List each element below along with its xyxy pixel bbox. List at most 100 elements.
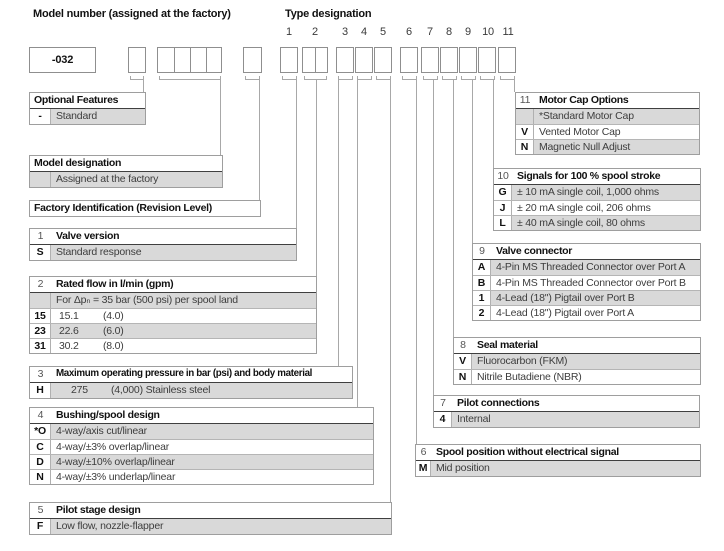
code-value: 15.1(4.0) [51,309,124,323]
table-header: 7 Pilot connections [434,396,699,412]
table-row: S Standard response [30,245,296,260]
code-value: ± 40 mA single coil, 80 ohms [517,217,645,229]
type-box-9 [459,47,477,73]
position-label-7: 7 [427,26,433,38]
flow-lmin: 22.6 [59,325,79,337]
position-number: 1 [37,230,44,242]
connector-line-optional [143,79,144,92]
connector-elbow-9 [461,76,476,80]
factory-id-box [243,47,262,73]
code-key: 2 [473,306,491,320]
model-number-box: -032 [29,47,96,73]
connector-elbow-1 [282,76,297,80]
flow-note: For Δpₙ = 35 bar (500 psi) per spool lan… [56,294,238,306]
table-bushing-spool: 4 Bushing/spool design *O 4-way/axis cut… [29,407,374,485]
code-key: J [494,201,512,215]
code-key: 15 [30,309,51,323]
table-spool-position: 6 Spool position without electrical sign… [415,444,701,477]
table-title: Maximum operating pressure in bar (psi) … [56,368,313,379]
table-title: Rated flow in l/min (gpm) [56,278,174,290]
table-rated-flow: 2 Rated flow in l/min (gpm) For Δpₙ = 35… [29,276,317,354]
table-title: Factory Identification (Revision Level) [34,202,212,214]
type-box-4 [355,47,373,73]
position-label-1: 1 [286,26,292,38]
connector-line-4 [357,79,358,407]
position-number: 3 [37,368,44,380]
table-header: Factory Identification (Revision Level) [30,201,260,216]
code-key: 4 [434,412,452,427]
pressure-psi-material: (4,000) Stainless steel [111,384,211,396]
table-row: M Mid position [416,461,700,476]
connector-line-3 [338,79,339,366]
table-row: L ± 40 mA single coil, 80 ohms [494,215,700,230]
code-value: Vented Motor Cap [539,126,621,138]
table-title: Seal material [477,339,538,351]
position-number: 5 [37,504,44,516]
position-label-10: 10 [482,26,494,38]
type-box-5 [374,47,392,73]
table-title: Signals for 100 % spool stroke [517,170,661,182]
table-title: Model designation [34,157,122,169]
table-model-designation: Model designation Assigned at the factor… [29,155,223,188]
box-divider [206,48,207,72]
code-value: ± 10 mA single coil, 1,000 ohms [517,186,659,198]
table-row: G ± 10 mA single coil, 1,000 ohms [494,185,700,200]
table-row: J ± 20 mA single coil, 206 ohms [494,200,700,215]
code-key: *O [30,424,51,439]
table-title: Spool position without electrical signal [436,446,619,458]
code-key: M [416,461,431,476]
table-header: 9 Valve connector [473,244,700,260]
table-header: 6 Spool position without electrical sign… [416,445,700,461]
flow-gpm: (8.0) [103,340,124,352]
table-title: Valve version [56,230,120,242]
connector-line-5 [390,79,391,502]
table-header: Model designation [30,156,222,172]
table-valve-version: 1 Valve version S Standard response [29,228,297,261]
code-key: N [454,370,472,384]
code-key: S [30,245,51,260]
code-key: - [30,109,51,124]
flow-gpm: (6.0) [103,325,124,337]
table-factory-identification: Factory Identification (Revision Level) [29,200,261,217]
optional-features-box [128,47,146,73]
table-row: For Δpₙ = 35 bar (500 psi) per spool lan… [30,293,316,308]
table-motor-cap: 11 Motor Cap Options *Standard Motor Cap… [515,92,700,155]
code-key: V [516,125,534,139]
connector-line-11 [514,79,515,92]
code-value: ± 20 mA single coil, 206 ohms [517,202,651,214]
position-number: 7 [440,397,446,409]
connector-elbow-4 [357,76,372,80]
table-header: 8 Seal material [454,338,700,354]
table-row: D 4-way/±10% overlap/linear [30,454,373,469]
table-row: 2 4-Lead (18") Pigtail over Port A [473,305,700,320]
table-signals: 10 Signals for 100 % spool stroke G ± 10… [493,168,701,231]
table-row: N Nitrile Butadiene (NBR) [454,369,700,384]
connector-elbow-3 [338,76,353,80]
table-row: H 275(4,000) Stainless steel [30,383,352,398]
pressure-bar: 275 [71,384,88,396]
table-row: C 4-way/±3% overlap/linear [30,439,373,454]
type-designation-title: Type designation [285,8,372,20]
connector-line-designation [220,79,221,155]
table-header: 4 Bushing/spool design [30,408,373,424]
box-divider [190,48,191,72]
table-max-pressure: 3 Maximum operating pressure in bar (psi… [29,366,353,399]
table-row: A 4-Pin MS Threaded Connector over Port … [473,260,700,275]
position-label-11: 11 [502,26,514,38]
code-key: B [473,276,491,290]
code-key: 1 [473,291,491,305]
table-row: B 4-Pin MS Threaded Connector over Port … [473,275,700,290]
type-box-1 [280,47,298,73]
table-row: *Standard Motor Cap [516,109,699,124]
connector-elbow-designation [159,76,221,80]
type-box-7 [421,47,439,73]
code-value: 4-Pin MS Threaded Connector over Port A [496,261,686,273]
table-pilot-stage: 5 Pilot stage design F Low flow, nozzle-… [29,502,392,535]
table-title: Valve connector [496,245,573,257]
connector-line-8 [453,79,454,337]
table-row: *O 4-way/axis cut/linear [30,424,373,439]
position-number: 11 [519,94,531,106]
code-key: C [30,440,51,454]
type-box-11 [498,47,516,73]
